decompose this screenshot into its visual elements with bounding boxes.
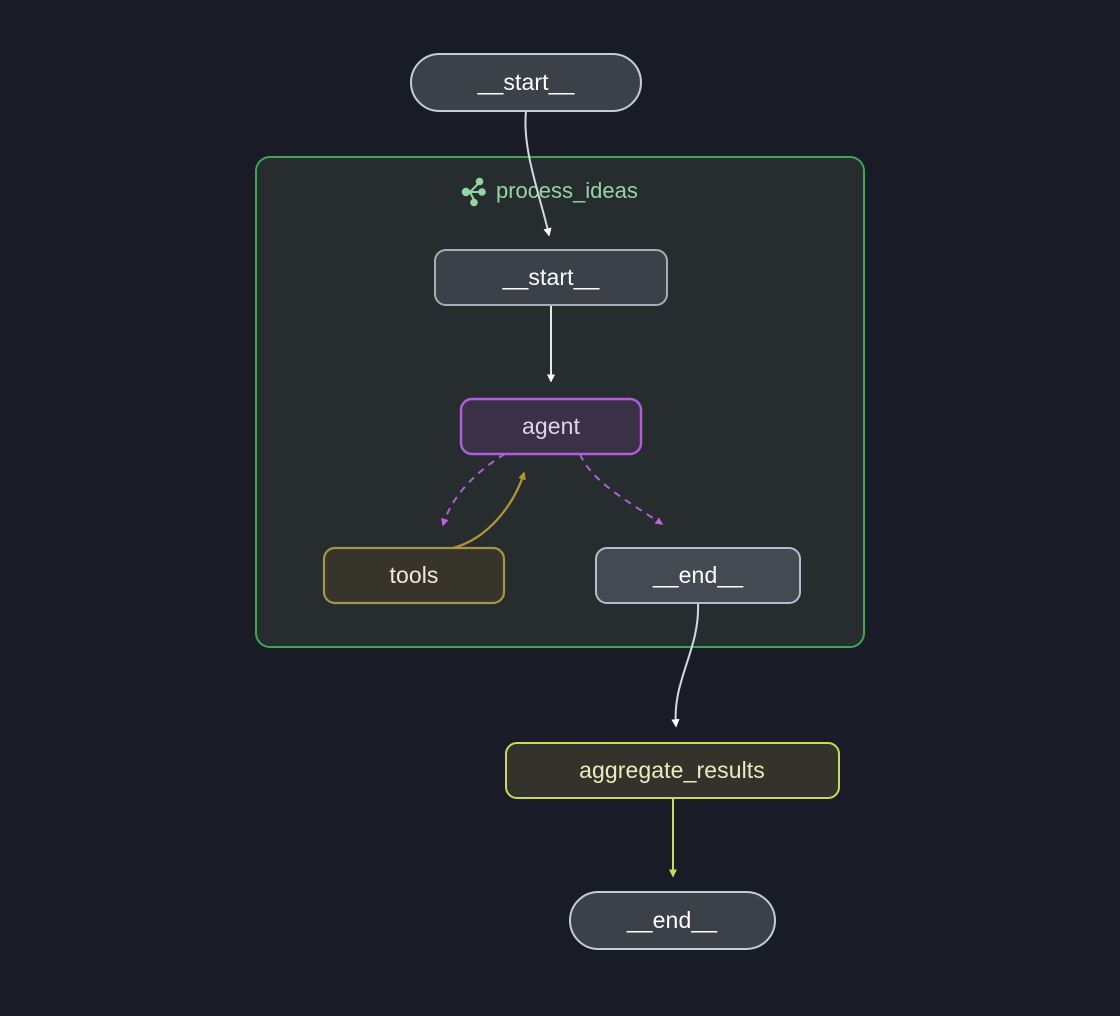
node-aggregate-results-label: aggregate_results — [579, 757, 765, 783]
node-agent-label: agent — [522, 413, 581, 439]
node-tools[interactable]: tools — [322, 546, 506, 605]
node-end-outer-label: __end__ — [626, 907, 718, 933]
node-end-outer-shape[interactable] — [569, 891, 776, 950]
node-aggregate-results-shape[interactable] — [505, 742, 840, 799]
node-end-inner-label: __end__ — [652, 562, 744, 588]
edge-tools-to-agent — [452, 471, 526, 550]
node-agent[interactable]: agent — [459, 397, 643, 456]
node-start-outer-label: __start__ — [477, 69, 576, 95]
node-start-inner-shape[interactable] — [434, 249, 668, 306]
node-tools-shape[interactable] — [322, 546, 506, 605]
edge-end-inner-to-aggregate — [671, 602, 700, 728]
edge-agent-to-end-inner — [579, 453, 664, 525]
node-agent-shape[interactable] — [459, 397, 643, 456]
node-end-inner-shape[interactable] — [595, 547, 801, 604]
node-start-outer-shape[interactable] — [410, 53, 642, 112]
node-end-inner[interactable]: __end__ — [595, 547, 801, 604]
edge-start-outer-to-start-inner — [524, 110, 552, 237]
node-aggregate-results[interactable]: aggregate_results — [505, 742, 840, 799]
graph-nodes-icon — [461, 177, 486, 207]
node-start-inner[interactable]: __start__ — [434, 249, 668, 306]
node-tools-label: tools — [389, 562, 438, 588]
subgraph-title: process_ideas — [496, 178, 638, 203]
node-start-outer[interactable]: __start__ — [410, 53, 642, 112]
node-start-inner-label: __start__ — [502, 264, 601, 290]
node-end-outer[interactable]: __end__ — [569, 891, 776, 950]
